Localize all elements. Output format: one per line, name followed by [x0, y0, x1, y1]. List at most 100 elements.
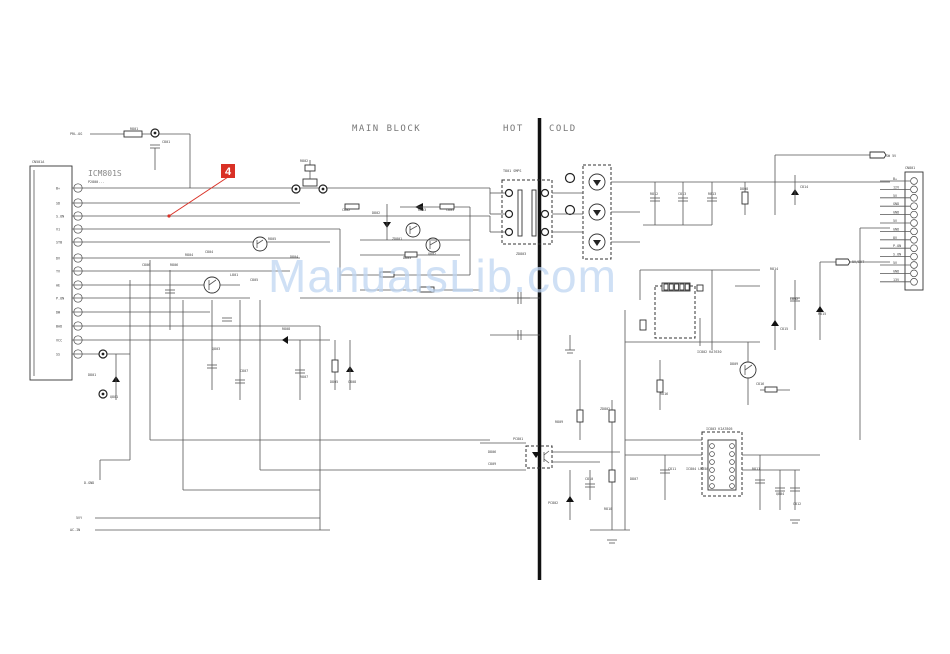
right-pin-label: 13V: [893, 278, 899, 282]
left-pin-label: STB: [56, 241, 62, 245]
dgnd-label: D.GND: [84, 481, 94, 485]
component-ref-label: C810: [585, 477, 593, 481]
component-ref-label: L802: [790, 297, 798, 301]
sw5v-label: SW 5V: [886, 154, 896, 158]
left-connector-name: CN501A: [32, 160, 44, 164]
right-pin: [910, 227, 918, 236]
component-ref-label: C811: [668, 467, 676, 471]
left-connector-subtitle: P2800...: [88, 180, 104, 184]
main-transformer: T801 SMPS: [489, 169, 576, 245]
right-pin: [910, 278, 918, 286]
left-pin-label: SD: [56, 202, 60, 206]
right-pin: [910, 252, 918, 261]
left-pin-label: VCC: [56, 339, 62, 343]
feedback-photocoupler: PC801 PC802: [480, 360, 630, 544]
right-pin-label: P.ON: [893, 244, 901, 248]
component-ref-label: R814: [770, 267, 778, 271]
left-connector: CN501A ICM801S P2800...: [29, 160, 122, 381]
component-ref-label: R802: [300, 159, 308, 163]
lower-ic-name: IC804 LM358: [686, 467, 708, 471]
right-pin: [910, 219, 918, 227]
photocoupler-top-label: PC801: [513, 437, 523, 441]
component-ref-label: Q801: [110, 395, 118, 399]
right-pin-label: B+: [893, 177, 897, 181]
right-pin: [910, 210, 918, 219]
component-ref-label: C813: [678, 192, 686, 196]
ext5v-label: 5V/EXT: [852, 260, 864, 264]
prelog-label: PRL-OG: [70, 132, 82, 136]
lower-ic-label: IC803 KIA7805: [706, 427, 733, 431]
component-ref-label: R803: [418, 208, 426, 212]
component-ref-label: Q802: [428, 252, 436, 256]
right-pin: [910, 177, 918, 185]
right-pin: [910, 269, 918, 278]
component-ref-label: C808: [348, 380, 356, 384]
component-ref-label: Q804: [776, 492, 784, 496]
right-pin-label: 5V: [893, 261, 897, 265]
right-net-wires: 5V/EXT: [771, 227, 890, 440]
component-ref-label: D805: [330, 380, 338, 384]
component-ref-label: R812: [650, 192, 658, 196]
cold-side-label: COLD: [549, 124, 577, 134]
component-ref-label: R809: [555, 420, 563, 424]
component-ref-label: ZD803: [516, 252, 526, 256]
left-pin-label: TV: [56, 270, 60, 274]
component-ref-label: C803: [446, 208, 454, 212]
right-pin: [910, 185, 918, 194]
main-block-label: MAIN BLOCK: [352, 124, 421, 134]
component-ref-label: C807: [240, 369, 248, 373]
right-pin-label: S.ON: [893, 253, 901, 257]
component-ref-label: C816: [756, 382, 764, 386]
component-ref-label: D803: [403, 256, 411, 260]
component-ref-label: R801: [130, 127, 138, 131]
primary-control-cluster: [340, 203, 480, 293]
component-ref-label: R807: [300, 375, 308, 379]
callout-marker: 4: [167, 164, 235, 218]
component-ref-label: D809: [730, 362, 738, 366]
component-ref-label: C809: [488, 462, 496, 466]
component-ref-label: C802: [342, 208, 350, 212]
prelog-input: PRL-OG: [70, 128, 191, 188]
left-pin-label: SS: [56, 353, 60, 357]
component-ref-label: C815: [780, 327, 788, 331]
component-ref-label: D802: [372, 211, 380, 215]
left-pin-label: DW: [56, 311, 61, 315]
component-ref-label: D808: [740, 187, 748, 191]
left-pin-label: S.ON: [56, 215, 64, 219]
bottom-net-2: AC-IN: [70, 528, 80, 532]
component-ref-label: C805: [250, 278, 258, 282]
callout-number: 4: [225, 166, 232, 178]
component-ref-label: C806: [142, 263, 150, 267]
component-ref-label: D801: [88, 373, 96, 377]
y-capacitor: [490, 292, 575, 354]
right-pin-label: 5V: [893, 219, 897, 223]
component-ref-label: R806: [170, 263, 178, 267]
component-ref-label: R808: [282, 327, 290, 331]
transformer-label: T801 SMPS: [503, 169, 521, 173]
right-pin-label: GND: [893, 202, 899, 206]
lower-ic: IC803 KIA7805 IC804 LM358: [625, 427, 820, 524]
component-ref-label: C804: [205, 250, 213, 254]
left-pin-label: AE: [56, 284, 60, 288]
left-pin-label: V1: [56, 228, 60, 232]
component-ref-label: R811: [752, 467, 760, 471]
component-ref-label: R815: [818, 312, 826, 316]
hot-side-label: HOT: [503, 124, 524, 134]
input-fuse-section: [291, 160, 328, 194]
right-connector-name: CN801: [905, 166, 915, 170]
right-pin-label: GND: [893, 211, 899, 215]
component-ref-label: Q803: [212, 347, 220, 351]
left-pin-label: P.ON: [56, 297, 64, 301]
right-pin-label: GND: [893, 269, 899, 273]
component-ref-label: L801: [230, 273, 238, 277]
component-ref-label: D804: [290, 255, 298, 259]
secondary-output-stack: [552, 164, 890, 260]
standby-circuit: D.GND 5VY AC-IN: [70, 236, 490, 532]
output-filter: SW 5V: [643, 151, 896, 226]
component-ref-label: C812: [793, 502, 801, 506]
right-pin-label: 8V: [893, 236, 897, 240]
component-ref-label: D807: [630, 477, 638, 481]
right-pin: [910, 202, 918, 210]
component-ref-label: R804: [185, 253, 193, 257]
